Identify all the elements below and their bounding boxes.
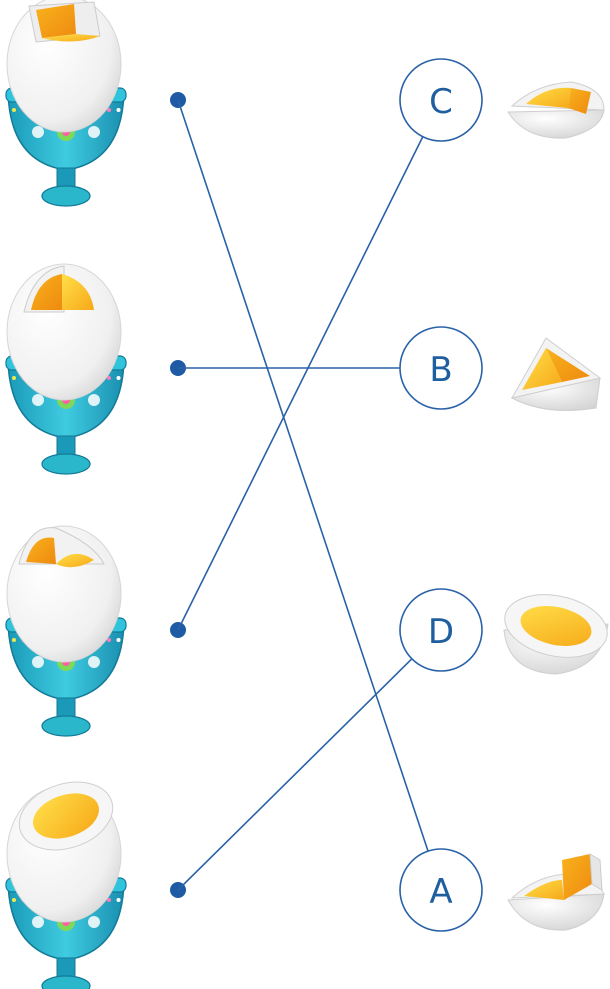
answer-option-a[interactable]: A: [399, 848, 605, 932]
egg-piece-a: [507, 853, 605, 931]
egg-piece-b: [510, 337, 602, 411]
letter-label: A: [429, 872, 452, 912]
right-pieces-column: C B D A: [399, 58, 610, 932]
answer-option-b[interactable]: B: [399, 326, 602, 411]
letter-circle[interactable]: [399, 326, 483, 410]
letter-circle[interactable]: [399, 848, 483, 932]
egg-piece-d: [503, 594, 609, 675]
egg-in-cup-1: [5, 0, 127, 207]
connection-line-1-a: [177, 99, 429, 852]
answer-option-d[interactable]: D: [399, 586, 610, 675]
left-eggs-column: [5, 0, 186, 989]
egg-in-cup-2: [5, 263, 127, 475]
letter-circle[interactable]: [399, 588, 483, 672]
letter-label: D: [428, 612, 454, 652]
connection-lines: [177, 99, 429, 891]
letter-label: B: [429, 350, 452, 390]
connection-line-4-d: [177, 658, 413, 891]
answer-option-c[interactable]: C: [399, 58, 605, 142]
egg-piece-c: [507, 81, 605, 139]
connection-line-3-c: [177, 136, 424, 631]
letter-circle[interactable]: [399, 58, 483, 142]
egg-in-cup-3: [5, 525, 127, 737]
egg-in-cup-4: [5, 781, 127, 989]
letter-label: C: [429, 82, 453, 122]
